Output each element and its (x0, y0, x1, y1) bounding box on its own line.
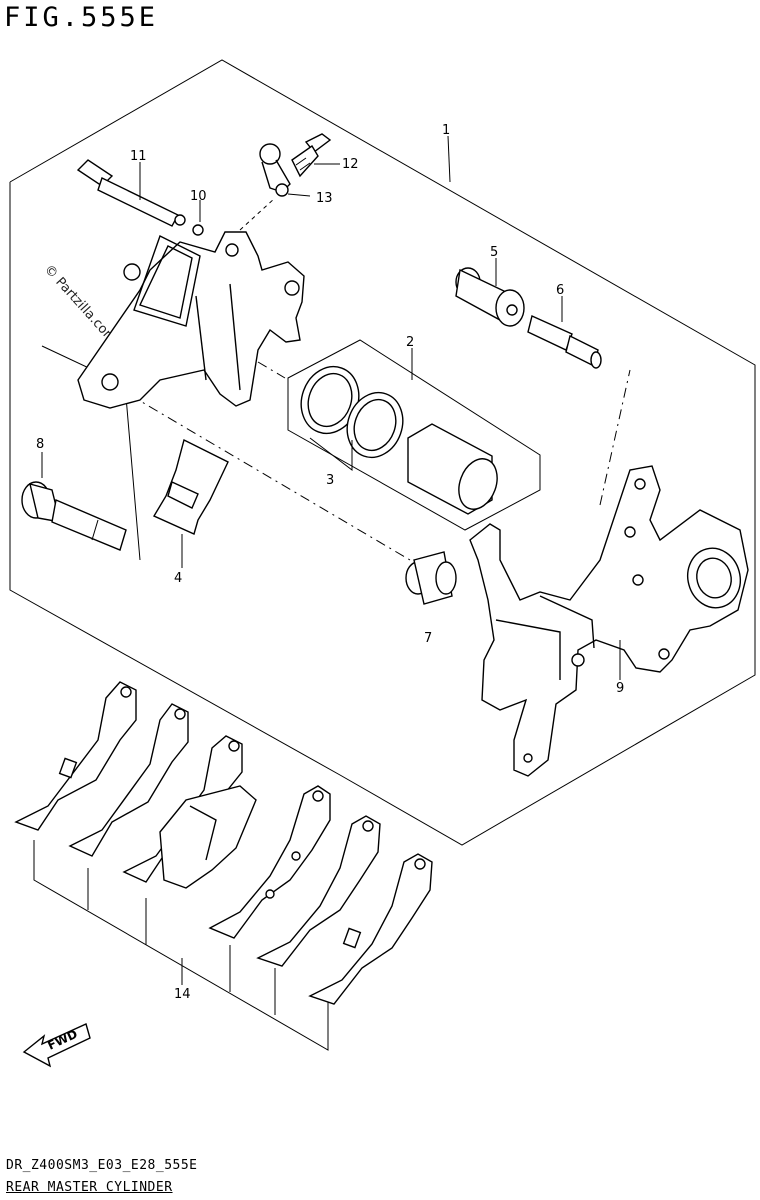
part-14-brake-pads (14, 681, 433, 1005)
part-2-seal-kit (300, 365, 498, 515)
label-part-9: 9 (616, 681, 624, 696)
label-part-13: 13 (316, 191, 333, 206)
part-13-banjo (259, 143, 291, 197)
label-part-14: 14 (174, 987, 191, 1002)
label-part-10: 10 (190, 189, 207, 204)
part-5-bushing (455, 267, 525, 327)
diagram-subtitle: REAR MASTER CYLINDER (6, 1180, 173, 1195)
part-4-pad-spring (152, 438, 229, 535)
label-part-4: 4 (174, 571, 182, 586)
label-part-5: 5 (490, 245, 498, 260)
label-part-2: 2 (406, 335, 414, 350)
label-part-11: 11 (130, 149, 147, 164)
figure-title: FIG.555E (4, 2, 159, 33)
caliper-body (77, 231, 305, 409)
pads-box-outline (33, 840, 329, 1051)
label-part-7: 7 (424, 631, 432, 646)
diagram-code: DR_Z400SM3_E03_E28_555E (6, 1158, 198, 1173)
part-8-slide-pin (21, 481, 127, 551)
label-part-1: 1 (442, 123, 450, 138)
leader-lines (41, 135, 621, 985)
seal-kit-box (287, 339, 541, 531)
fwd-arrow-icon: FWD (22, 1023, 91, 1068)
part-10-ring (192, 224, 204, 236)
part-6-pin (527, 315, 602, 369)
assembly-outline (9, 59, 756, 846)
part-7-boot (405, 551, 457, 605)
part-11-pin (76, 159, 186, 227)
label-part-8: 8 (36, 437, 44, 452)
label-part-3: 3 (326, 473, 334, 488)
label-part-12: 12 (342, 157, 359, 172)
label-part-6: 6 (556, 283, 564, 298)
part-12-bleeder (291, 133, 332, 178)
part-9-bracket (469, 465, 749, 777)
